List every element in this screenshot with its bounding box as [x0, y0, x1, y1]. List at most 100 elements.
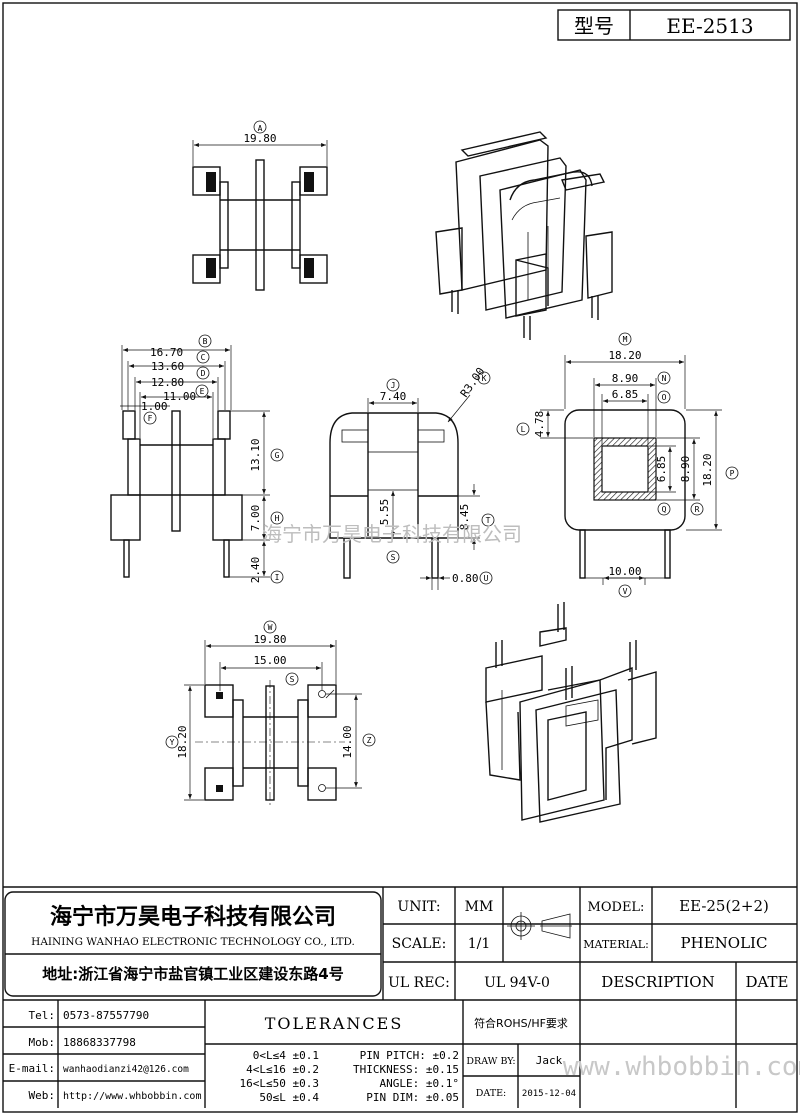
contact-label-email: E-mail: — [9, 1062, 55, 1075]
unit-value: MM — [465, 899, 494, 915]
tolerance-range-3: 16<L≤50 ±0.3 — [240, 1077, 319, 1090]
date-header: DATE — [746, 973, 789, 991]
tag-s-bottom: S — [290, 675, 295, 684]
rohs-compliance: 符合ROHS/HF要求 — [474, 1016, 568, 1030]
dim-v: 10.00 — [608, 565, 641, 578]
dim-w: 19.80 — [253, 633, 286, 646]
material-label: MATERIAL: — [583, 938, 649, 951]
footer-watermark: www.whbobbin.com — [563, 1052, 800, 1082]
dim-e: 11.00 — [163, 390, 196, 403]
tolerance-range-2: 4<L≤16 ±0.2 — [246, 1063, 319, 1076]
dim-p: 18.20 — [701, 453, 714, 486]
dim-r: 8.90 — [679, 456, 692, 483]
tag-v: V — [623, 587, 628, 596]
tolerances-title: TOLERANCES — [265, 1014, 404, 1033]
tag-g: G — [275, 451, 280, 460]
scale-label: SCALE: — [392, 936, 447, 952]
tag-k: K — [482, 374, 487, 383]
front-view: 7.40 J R3.00 K 5.55 S 8.45 T 0.80 U — [329, 365, 495, 590]
dim-d: 12.80 — [151, 376, 184, 389]
contact-label-mob: Mob: — [29, 1036, 56, 1049]
dim-s-bottom: 15.00 — [253, 654, 286, 667]
tolerance-range-4: 50≤L ±0.4 — [259, 1091, 319, 1104]
tag-a: A — [258, 124, 263, 133]
dim-q: 6.85 — [655, 456, 668, 483]
tag-t: T — [486, 516, 491, 525]
tolerance-spec-1: PIN PITCH: ±0.2 — [360, 1049, 459, 1062]
tag-j: J — [391, 381, 396, 390]
dim-z: 14.00 — [341, 725, 354, 758]
description-header: DESCRIPTION — [601, 973, 714, 991]
dim-s: 5.55 — [378, 499, 391, 526]
top-view: 19.80 A — [192, 120, 328, 291]
drawby-value: Jack — [536, 1054, 563, 1067]
dim-l: 4.78 — [533, 411, 546, 438]
bottom-view: 19.80 W 15.00 S 18.20 Y 14.00 Z — [165, 620, 376, 805]
tag-z: Z — [367, 736, 372, 745]
dim-b: 16.70 — [150, 346, 183, 359]
company-name-cn: 海宁市万昊电子科技有限公司 — [50, 904, 336, 930]
tag-q: Q — [662, 505, 667, 514]
iso-view-top — [435, 131, 613, 340]
model-label: MODEL: — [588, 900, 645, 915]
tag-s: S — [391, 553, 396, 562]
tolerance-spec-4: PIN DIM: ±0.05 — [366, 1091, 459, 1104]
model-value: EE-25(2+2) — [679, 897, 769, 915]
tag-f: F — [148, 414, 153, 423]
tag-m: M — [623, 335, 628, 344]
model-box-label: 型号 — [574, 14, 614, 38]
date-label: DATE: — [476, 1088, 506, 1099]
drawing-watermark: 海宁市万昊电子科技有限公司 — [262, 522, 522, 546]
dim-g: 13.10 — [249, 438, 262, 471]
dim-f: 1.00 — [141, 400, 168, 413]
tag-i: I — [275, 573, 280, 582]
dim-i: 2.40 — [249, 557, 262, 584]
dim-a: 19.80 — [243, 132, 276, 145]
dim-h: 7.00 — [249, 505, 262, 532]
tag-h: H — [275, 514, 280, 523]
material-value: PHENOLIC — [681, 934, 768, 952]
iso-view-bottom — [485, 602, 657, 823]
tag-n: N — [662, 374, 667, 383]
tag-d: D — [201, 369, 206, 378]
tolerance-spec-2: THICKNESS: ±0.15 — [353, 1063, 459, 1076]
contact-label-web: Web: — [29, 1089, 56, 1102]
contact-value-tel: 0573-87557790 — [63, 1009, 149, 1022]
company-address: 地址:浙江省海宁市盐官镇工业区建设东路4号 — [42, 965, 343, 983]
tolerance-range-1: 0<L≤4 ±0.1 — [253, 1049, 319, 1062]
tolerance-spec-3: ANGLE: ±0.1° — [380, 1077, 459, 1090]
contact-value-email: wanhaodianzi42@126.com — [63, 1064, 189, 1075]
tag-u: U — [484, 574, 489, 583]
dim-u: 0.80 — [452, 572, 479, 585]
dim-t: 8.45 — [458, 504, 471, 531]
unit-label: UNIT: — [397, 899, 440, 915]
title-block — [3, 886, 797, 1001]
dim-m: 18.20 — [608, 349, 641, 362]
tag-y: Y — [170, 738, 175, 747]
tag-w: W — [268, 623, 273, 632]
dim-j: 7.40 — [380, 390, 407, 403]
dim-o: 6.85 — [612, 388, 639, 401]
model-box: 型号 EE-2513 — [557, 9, 791, 41]
contact-label-tel: Tel: — [29, 1009, 56, 1022]
scale-value: 1/1 — [468, 936, 491, 952]
drawby-label: DRAW BY: — [466, 1056, 515, 1067]
contact-value-mob: 18868337798 — [63, 1036, 136, 1049]
model-box-value: EE-2513 — [666, 14, 753, 38]
tag-b: B — [203, 337, 208, 346]
date-value: 2015-12-04 — [522, 1089, 576, 1099]
tag-e: E — [200, 387, 205, 396]
company-name-en: HAINING WANHAO ELECTRONIC TECHNOLOGY CO.… — [31, 936, 355, 948]
tag-r: R — [695, 505, 700, 514]
tag-o: O — [662, 393, 667, 402]
projection-symbol-icon — [507, 912, 572, 940]
window-view: 18.20 M 8.90 N 6.85 O 4.78 L 18.20 P 6.8… — [516, 332, 739, 598]
dim-y: 18.20 — [176, 725, 189, 758]
dim-n: 8.90 — [612, 372, 639, 385]
ulrec-value: UL 94V-0 — [484, 975, 550, 991]
contact-value-web: http://www.whbobbin.com — [63, 1091, 201, 1102]
tag-c: C — [201, 353, 206, 362]
lower-table-grid — [3, 1000, 797, 1108]
